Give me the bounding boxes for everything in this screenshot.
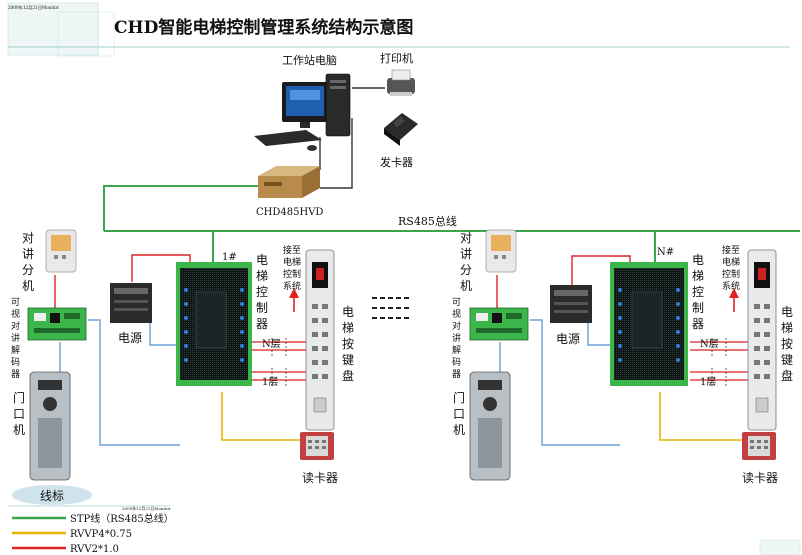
legend-title: 线标	[40, 489, 64, 503]
right-door-station-icon	[469, 371, 511, 481]
right-button-panel-icon	[747, 249, 777, 431]
left-intercom-label-2: 讲	[22, 246, 34, 261]
card-issuer-label: 发卡器	[380, 155, 413, 169]
right-floor-n-label: N层	[700, 338, 719, 350]
right-power-blue	[587, 322, 612, 346]
left-power-icon	[110, 283, 152, 323]
left-decoder-controller-blue	[88, 319, 180, 446]
converter-icon	[258, 166, 320, 198]
left-floor-1-label: 1层	[262, 376, 278, 388]
workstation-label: 工作站电脑	[282, 53, 337, 67]
page-title: CHD智能电梯控制管理系统结构示意图	[114, 17, 413, 38]
right-relay-arrow-icon	[729, 288, 739, 298]
right-reader-label: 读卡器	[742, 471, 778, 485]
left-controller-board-icon	[176, 262, 252, 386]
workstation-pc-icon	[254, 73, 351, 151]
printer-icon	[387, 69, 415, 96]
left-button-panel-icon	[305, 249, 335, 431]
left-controller-label: 电梯控制器	[256, 253, 268, 331]
header-decoration	[7, 2, 790, 57]
ellipsis-separator	[372, 297, 412, 319]
right-floor-1-label: 1层	[700, 376, 716, 388]
left-power-blue	[149, 322, 178, 346]
right-decoder-controller-blue	[530, 319, 620, 446]
left-floor-n-label: N层	[262, 338, 281, 350]
left-intercom-label-3: 分	[22, 263, 34, 277]
left-power-label: 电源	[118, 331, 142, 345]
legend-label-stp: STP线（RS485总线）	[70, 512, 174, 525]
right-reader-yellow	[659, 392, 742, 441]
right-relay-note: 接至电梯控制系统	[722, 244, 740, 292]
footer-decoration	[759, 539, 801, 555]
right-power-icon	[550, 285, 592, 323]
converter-label: CHD485HVD	[256, 207, 323, 218]
right-controller-board-icon	[610, 262, 688, 386]
card-issuer-icon	[384, 113, 418, 146]
left-controller-id: 1#	[222, 252, 237, 263]
legend-title-badge	[12, 485, 92, 505]
left-relay-arrow-icon	[289, 288, 299, 298]
rs485-bus-label: RS485总线	[398, 214, 457, 228]
legend-label-rvvp: RVVP4*0.75	[70, 529, 132, 540]
left-door-station-label: 门口机	[13, 390, 25, 437]
right-controller-label: 电梯控制器	[692, 253, 704, 331]
legend: 线标 2009年12月21日Monitor STP线（RS485总线） RVVP…	[8, 485, 174, 555]
left-card-reader-icon	[300, 432, 334, 460]
legend-label-rvv: RVV2*1.0	[70, 544, 119, 555]
left-reader-yellow	[221, 392, 300, 441]
left-decoder-icon	[27, 307, 87, 341]
right-card-reader-icon	[742, 432, 776, 460]
left-relay-note: 接至电梯控制系统	[283, 244, 301, 292]
right-controller-id: N#	[657, 247, 674, 258]
legend-stamp: 2009年12月21日Monitor	[122, 505, 171, 511]
right-door-station-label: 门口机	[453, 390, 465, 437]
wiring	[54, 87, 800, 446]
left-panel-label: 电梯按键盘	[342, 305, 354, 383]
left-door-station-icon	[29, 371, 71, 481]
right-intercom-label: 对讲分机	[460, 231, 472, 293]
right-panel-label: 电梯按键盘	[781, 305, 793, 383]
left-intercom-label-1: 对	[22, 231, 34, 245]
left-intercom-label-4: 机	[22, 279, 34, 293]
right-power-label: 电源	[556, 332, 580, 346]
right-decoder-label: 可视对讲解码器	[452, 297, 461, 380]
bus-drop-converter	[103, 185, 258, 231]
right-decoder-icon	[469, 307, 529, 341]
left-intercom-icon	[45, 229, 77, 273]
right-intercom-icon	[485, 229, 517, 273]
left-decoder-label: 可视对讲解码器	[11, 297, 20, 380]
header-stamp: 2009年12月21日Monitor	[8, 4, 59, 11]
left-reader-label: 读卡器	[302, 471, 338, 485]
printer-label: 打印机	[380, 51, 413, 65]
